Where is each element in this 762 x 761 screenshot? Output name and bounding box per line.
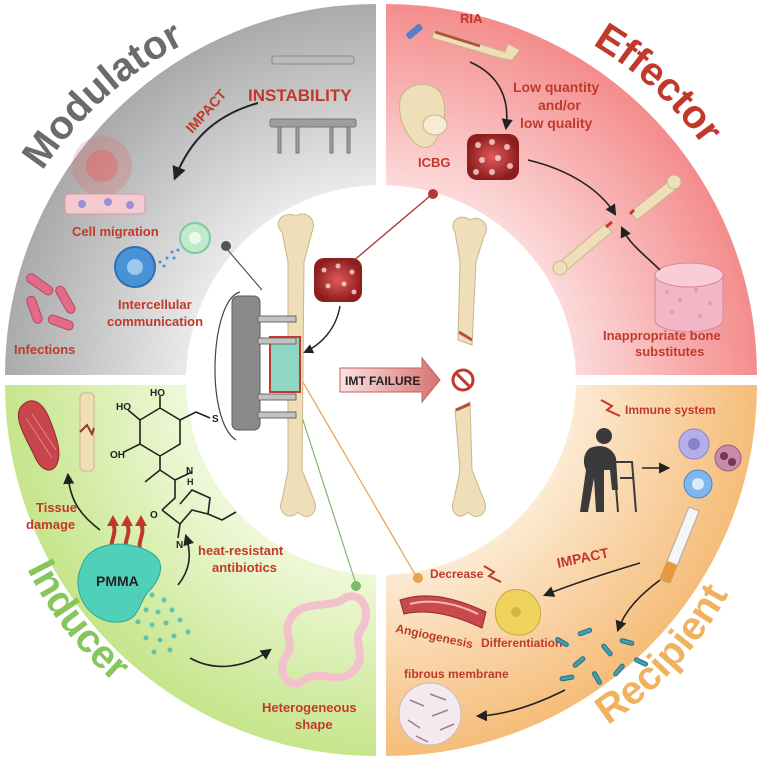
no-symbol-icon bbox=[451, 368, 475, 392]
shape-arrow bbox=[189, 648, 272, 668]
lightning-icon-1 bbox=[600, 399, 621, 417]
antibiotic-arrow bbox=[177, 533, 195, 586]
broken-bone-icon bbox=[452, 216, 487, 517]
infections-label: Infections bbox=[14, 342, 75, 357]
ria-label: RIA bbox=[460, 11, 483, 26]
chem-h: H bbox=[187, 477, 194, 487]
bone-graft-icon bbox=[467, 134, 519, 180]
shape-line2: shape bbox=[295, 717, 333, 732]
differentiation-cell-icon bbox=[494, 589, 541, 636]
plate-icon bbox=[271, 55, 355, 65]
screw-plate-icon bbox=[269, 118, 357, 154]
graft-connector-line bbox=[351, 195, 431, 263]
chem-ho-1: HO bbox=[116, 402, 131, 413]
substitutes-line1: Inappropriate bone bbox=[603, 328, 721, 343]
center-graft-icon bbox=[314, 258, 362, 302]
imt-failure-label: IMT FAILURE bbox=[345, 374, 420, 388]
chem-n-2: N bbox=[176, 540, 183, 551]
chem-n: N bbox=[186, 466, 193, 477]
intercellular-label-line2: communication bbox=[107, 314, 203, 329]
antibiotic-molecule bbox=[123, 396, 237, 539]
immune-cells-icon bbox=[678, 428, 742, 499]
immune-system-label: Immune system bbox=[625, 403, 716, 417]
impact-to-diff-arrow bbox=[542, 562, 641, 597]
fibrous-membrane-label: fibrous membrane bbox=[404, 667, 509, 681]
bacteria-cluster-icon bbox=[555, 627, 649, 685]
differentiation-label: Differentiation bbox=[481, 636, 562, 650]
intercellular-label-line1: Intercellular bbox=[118, 297, 192, 312]
antibiotics-line1: heat-resistant bbox=[198, 543, 284, 558]
walker-icon bbox=[610, 461, 637, 513]
plated-bone-icon bbox=[269, 213, 316, 517]
fixation-plate-icon bbox=[214, 291, 297, 441]
fractured-bone-icon bbox=[552, 174, 682, 276]
vessel-icon bbox=[399, 595, 487, 629]
bacteria-icon bbox=[26, 273, 76, 331]
bacteria-to-membrane-arrow bbox=[475, 689, 566, 722]
recipient-connector-line bbox=[289, 359, 417, 577]
ria-needle-icon bbox=[405, 23, 423, 40]
pmma-blob bbox=[77, 543, 161, 623]
cell-migration-label: Cell migration bbox=[72, 224, 159, 239]
harvest-arrow bbox=[469, 61, 513, 131]
inducer-content: Tissue damage PMMA bbox=[18, 379, 370, 732]
modulator-connector-line bbox=[225, 247, 263, 291]
substitutes-line2: substitutes bbox=[635, 344, 704, 359]
antibiotics-line2: antibiotics bbox=[212, 560, 277, 575]
low-quantity-line1: Low quantity bbox=[513, 79, 600, 95]
tissue-damage-line2: damage bbox=[26, 517, 75, 532]
chem-s: S bbox=[212, 414, 219, 425]
low-quantity-line2: and/or bbox=[538, 97, 581, 113]
fibrous-membrane-icon bbox=[398, 682, 462, 746]
antibiotic-particles bbox=[135, 592, 191, 655]
elderly-person-icon bbox=[580, 428, 618, 512]
damaged-bone-icon bbox=[79, 392, 95, 472]
effector-content: RIA ICBG Low quantity and/or low quality bbox=[351, 11, 724, 359]
modulator-content: INSTABILITY IMPACT Cell migration Interc… bbox=[14, 55, 357, 357]
instability-label: INSTABILITY bbox=[248, 86, 352, 105]
heterogeneous-shape bbox=[278, 592, 370, 688]
bone-substitute-icon bbox=[654, 262, 724, 333]
graft-to-bone-arrow bbox=[527, 159, 617, 216]
imt-failure-arrow bbox=[339, 356, 441, 404]
muscle-icon bbox=[18, 400, 60, 471]
center-content: IMT FAILURE bbox=[214, 213, 487, 517]
chem-ho-2: HO bbox=[150, 388, 165, 399]
tissue-damage-line1: Tissue bbox=[36, 500, 77, 515]
lightning-icon-2 bbox=[483, 565, 502, 583]
cigarette-icon bbox=[659, 507, 700, 584]
recipient-content: Immune system IMPACT Decrease Angiogenes… bbox=[289, 359, 742, 746]
impact-to-bacteria-arrow bbox=[615, 579, 661, 633]
shape-line1: Heterogeneous bbox=[262, 700, 357, 715]
chem-oh: OH bbox=[110, 450, 125, 461]
low-quantity-line3: low quality bbox=[520, 115, 593, 131]
modulator-impact-arrow bbox=[172, 102, 259, 181]
graft-insert-arrow bbox=[303, 305, 341, 354]
substitute-arrow bbox=[620, 225, 661, 271]
icbg-label: ICBG bbox=[418, 155, 451, 170]
decrease-label: Decrease bbox=[430, 567, 484, 581]
signal-dots bbox=[158, 248, 180, 268]
tissue-arrow bbox=[63, 472, 101, 531]
cell-migration-icon bbox=[64, 136, 146, 215]
chem-o: O bbox=[150, 510, 158, 521]
pmma-label: PMMA bbox=[96, 573, 139, 589]
